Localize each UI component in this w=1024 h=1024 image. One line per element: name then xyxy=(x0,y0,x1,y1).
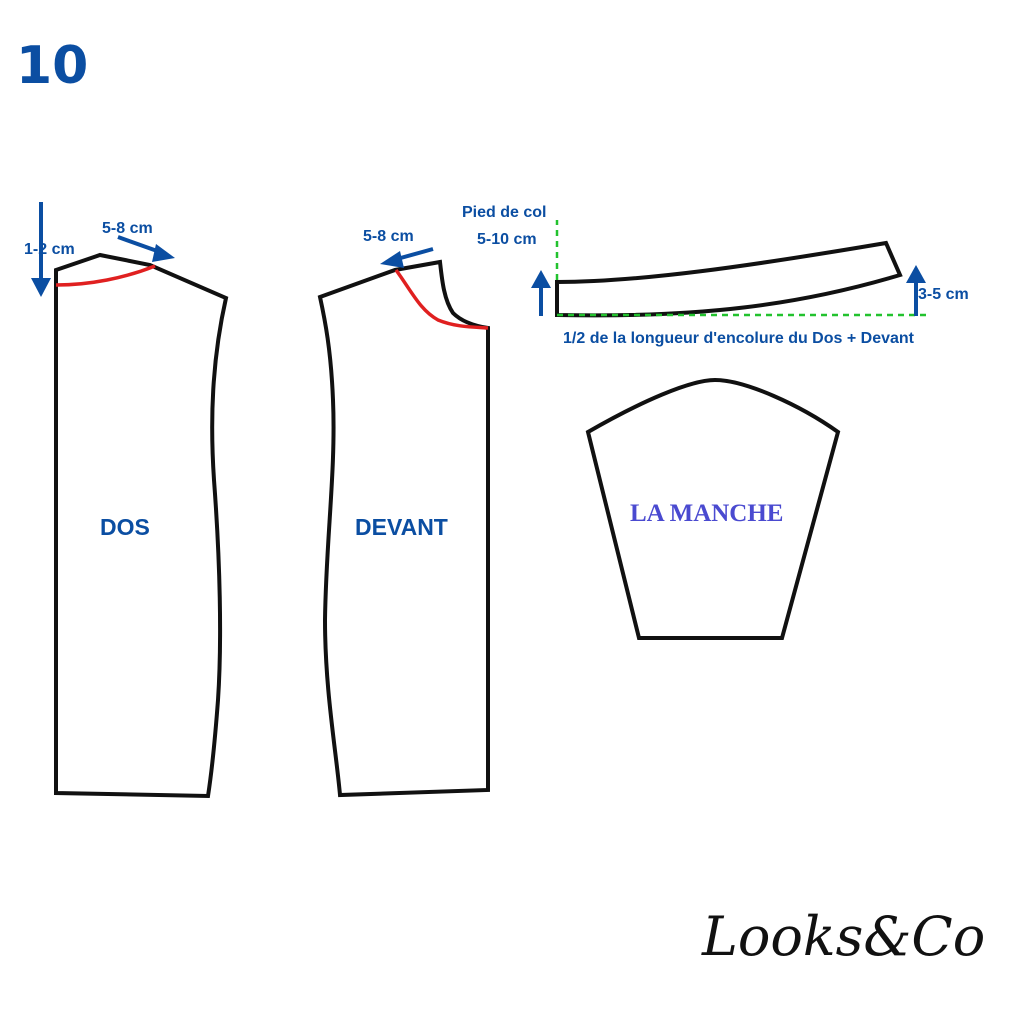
collar-left-arrow xyxy=(531,270,551,316)
sleeve-piece: LA MANCHE xyxy=(585,377,841,640)
collar-stand-height-label: 5-10 cm xyxy=(477,231,537,248)
front-piece: DEVANT xyxy=(317,259,490,798)
front-label: DEVANT xyxy=(355,514,448,540)
collar-outline xyxy=(555,240,903,318)
back-drop-arrow xyxy=(31,202,51,297)
brand-logo: Looks&Co xyxy=(701,905,985,968)
front-shoulder-arrow xyxy=(380,247,434,268)
annotation-arrows xyxy=(31,202,926,316)
front-piece-outline xyxy=(317,259,490,798)
collar-right-arrow xyxy=(906,265,926,316)
front-shoulder-label: 5-8 cm xyxy=(363,228,414,245)
step-number: 10 xyxy=(16,36,89,96)
back-neckline xyxy=(55,264,156,287)
collar-length-label: 1/2 de la longueur d'encolure du Dos + D… xyxy=(563,330,915,347)
collar-rise-label: 3-5 cm xyxy=(918,286,969,303)
front-neckline xyxy=(394,268,489,330)
sleeve-outline xyxy=(585,377,841,640)
collar-stand-title: Pied de col xyxy=(462,204,546,221)
back-piece: DOS xyxy=(54,252,229,799)
collar-piece xyxy=(555,220,926,318)
back-drop-label: 1-2 cm xyxy=(24,241,75,258)
back-piece-outline xyxy=(54,252,229,799)
sleeve-label: LA MANCHE xyxy=(630,500,783,527)
back-shoulder-arrow xyxy=(117,235,175,262)
back-label: DOS xyxy=(100,514,150,540)
back-shoulder-label: 5-8 cm xyxy=(102,220,153,237)
